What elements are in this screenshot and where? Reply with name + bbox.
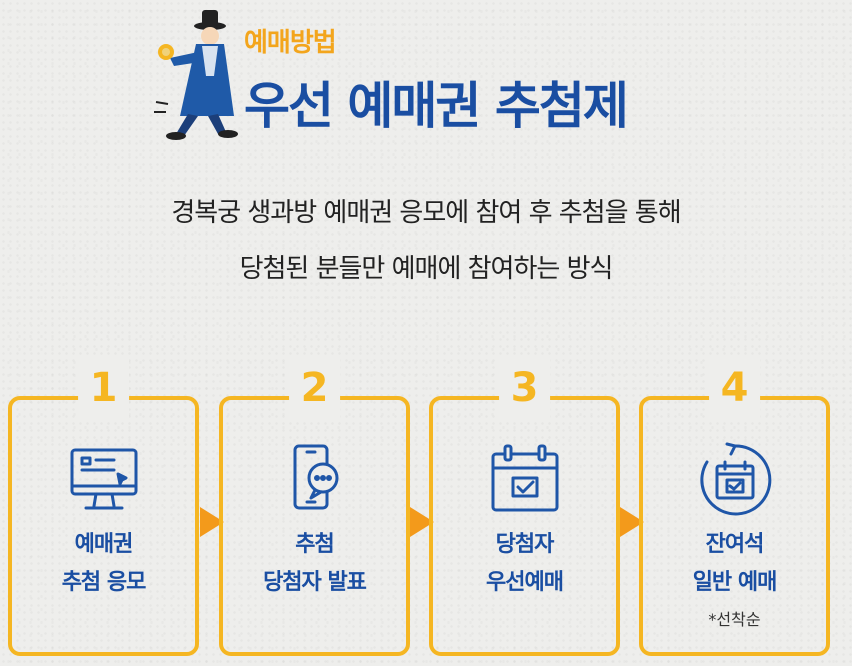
- computer-icon: [70, 448, 137, 510]
- step-label-line-1: 잔여석: [705, 532, 765, 557]
- step-label-line-2: 추첨 응모: [61, 570, 147, 595]
- step-card-1: 1 예매권 추첨 응모: [8, 358, 199, 656]
- step-label-line-2: 우선예매: [486, 570, 564, 595]
- step-number: 4: [708, 358, 761, 418]
- step-number: 3: [498, 358, 551, 418]
- step-label-line-1: 예매권: [74, 532, 134, 557]
- step-number: 1: [77, 358, 130, 418]
- calendar-refresh-icon: [699, 442, 771, 516]
- step-number: 2: [288, 358, 341, 418]
- step-label-line-1: 당첨자: [495, 532, 555, 557]
- calendar-check-icon: [491, 444, 558, 512]
- step-card-2: 2 추첨 당첨자 발표: [219, 358, 410, 656]
- description-line-2: 당첨된 분들만 예매에 참여하는 방식: [239, 254, 614, 284]
- section-eyebrow: 예매방법: [244, 28, 337, 58]
- mascot-illustration: [154, 10, 238, 140]
- page-title: 우선 예매권 추첨제: [244, 77, 629, 135]
- step-card-3: 3 당첨자 우선예매: [429, 358, 620, 656]
- phone-chat-icon: [293, 444, 338, 510]
- step-card-4: 4 잔여석 일반 예매 *선착순: [639, 358, 830, 656]
- step-label-line-1: 추첨: [295, 532, 334, 557]
- step-note: *선착순: [708, 610, 761, 629]
- step-label-line-2: 일반 예매: [692, 570, 778, 595]
- description-line-1: 경복궁 생과방 예매권 응모에 참여 후 추첨을 통해: [171, 198, 681, 228]
- step-label-line-2: 당첨자 발표: [263, 570, 367, 595]
